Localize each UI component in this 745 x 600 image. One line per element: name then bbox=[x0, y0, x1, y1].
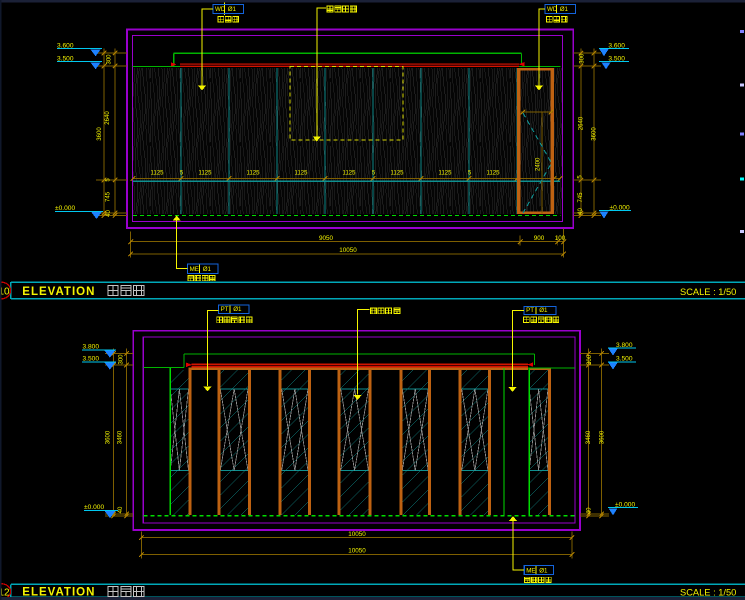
svg-text:ELEVATION: ELEVATION bbox=[22, 286, 95, 298]
svg-text:Ø1: Ø1 bbox=[560, 6, 569, 13]
svg-text:PT: PT bbox=[526, 307, 534, 314]
svg-text:2640: 2640 bbox=[579, 116, 585, 130]
svg-text:3600: 3600 bbox=[97, 127, 103, 141]
svg-text:40: 40 bbox=[587, 507, 593, 514]
svg-text:40: 40 bbox=[578, 208, 584, 215]
svg-text:Ø1: Ø1 bbox=[228, 6, 237, 13]
svg-text:40: 40 bbox=[106, 210, 112, 217]
svg-text:3.500: 3.500 bbox=[608, 55, 625, 62]
svg-text:900: 900 bbox=[534, 235, 545, 242]
svg-text:2400: 2400 bbox=[536, 157, 542, 171]
svg-text:2640: 2640 bbox=[105, 111, 111, 125]
svg-text:±0.000: ±0.000 bbox=[610, 205, 630, 212]
svg-text:3460: 3460 bbox=[118, 430, 124, 444]
svg-text:3.500: 3.500 bbox=[616, 356, 633, 363]
svg-text:3.500: 3.500 bbox=[83, 356, 100, 363]
svg-text:1125: 1125 bbox=[151, 170, 165, 176]
svg-text:1125: 1125 bbox=[487, 170, 501, 176]
svg-text:3.800: 3.800 bbox=[83, 344, 100, 351]
svg-text:10: 10 bbox=[0, 287, 10, 298]
svg-text:WD: WD bbox=[215, 6, 226, 13]
svg-text:1125: 1125 bbox=[199, 170, 213, 176]
svg-text:Ø1: Ø1 bbox=[203, 266, 212, 273]
svg-text:1125: 1125 bbox=[343, 170, 357, 176]
svg-text:9050: 9050 bbox=[319, 235, 334, 242]
svg-text:3600: 3600 bbox=[592, 127, 598, 141]
svg-text:300: 300 bbox=[106, 54, 112, 65]
svg-text:300: 300 bbox=[119, 354, 125, 365]
svg-text:1125: 1125 bbox=[391, 170, 405, 176]
svg-text:100: 100 bbox=[555, 235, 566, 242]
svg-text:±0.000: ±0.000 bbox=[615, 501, 635, 508]
svg-text:ME: ME bbox=[190, 266, 199, 273]
svg-text:10050: 10050 bbox=[339, 247, 357, 254]
svg-text:Ø1: Ø1 bbox=[539, 307, 548, 314]
svg-text:3.600: 3.600 bbox=[608, 42, 625, 49]
svg-text:3.800: 3.800 bbox=[616, 342, 633, 349]
svg-text:3.600: 3.600 bbox=[57, 42, 74, 49]
svg-text:SCALE : 1/50: SCALE : 1/50 bbox=[680, 287, 736, 297]
svg-text:1125: 1125 bbox=[247, 170, 261, 176]
svg-text:40: 40 bbox=[118, 506, 124, 513]
svg-text:10050: 10050 bbox=[348, 548, 366, 555]
svg-text:745: 745 bbox=[578, 192, 584, 203]
svg-text:5: 5 bbox=[578, 175, 584, 179]
svg-text:300: 300 bbox=[580, 53, 586, 64]
svg-text:PT: PT bbox=[221, 306, 229, 313]
svg-text:5: 5 bbox=[468, 170, 472, 176]
svg-text:10050: 10050 bbox=[348, 531, 366, 538]
svg-text:5: 5 bbox=[106, 178, 112, 182]
svg-text:300: 300 bbox=[587, 354, 593, 365]
svg-text:12: 12 bbox=[0, 588, 10, 599]
svg-text:Ø1: Ø1 bbox=[233, 306, 242, 313]
svg-text:±0.000: ±0.000 bbox=[55, 205, 75, 212]
svg-text:Ø1: Ø1 bbox=[539, 567, 548, 574]
svg-text:3600: 3600 bbox=[106, 430, 112, 444]
svg-text:5: 5 bbox=[180, 170, 184, 176]
svg-text:SCALE : 1/50: SCALE : 1/50 bbox=[680, 588, 736, 598]
svg-text:1125: 1125 bbox=[295, 170, 309, 176]
svg-text:3600: 3600 bbox=[600, 430, 606, 444]
svg-text:ME: ME bbox=[526, 567, 535, 574]
svg-text:3.500: 3.500 bbox=[57, 55, 74, 62]
svg-text:3460: 3460 bbox=[586, 430, 592, 444]
svg-text:WD: WD bbox=[547, 6, 558, 13]
svg-text:1125: 1125 bbox=[439, 170, 453, 176]
svg-text:5: 5 bbox=[372, 170, 376, 176]
svg-text:ELEVATION: ELEVATION bbox=[22, 587, 95, 599]
svg-text:745: 745 bbox=[106, 191, 112, 202]
svg-text:±0.000: ±0.000 bbox=[84, 504, 104, 511]
